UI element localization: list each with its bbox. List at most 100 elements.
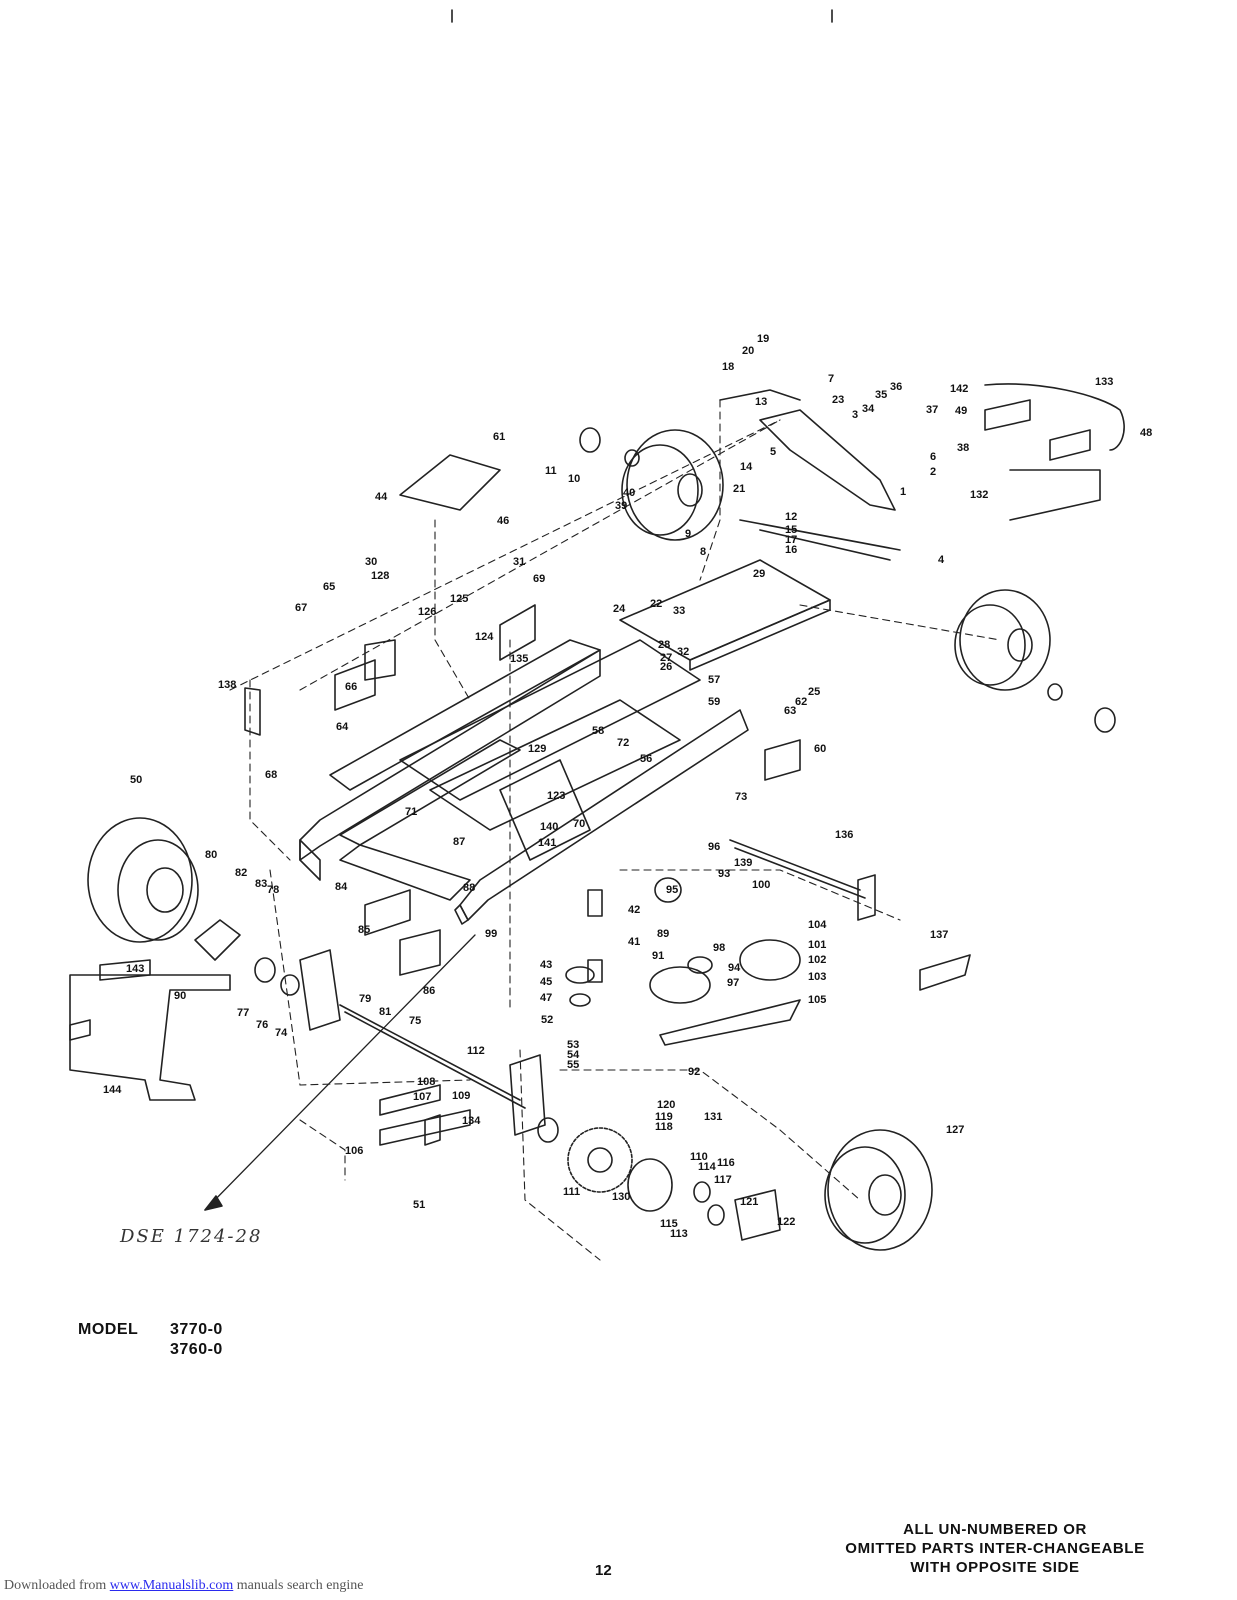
part-number-11: 11 — [545, 465, 557, 477]
part-number-84: 84 — [335, 881, 348, 893]
part-number-37: 37 — [926, 404, 938, 416]
handwritten-note: DSE 1724-28 — [120, 1226, 263, 1247]
footer: Downloaded from www.Manualslib.com manua… — [4, 1578, 364, 1594]
part-number-41: 41 — [628, 936, 640, 948]
manualslib-link[interactable]: www.Manualslib.com — [109, 1578, 234, 1593]
part-number-76: 76 — [256, 1019, 268, 1031]
steering-arm — [759, 409, 896, 511]
part-number-90: 90 — [174, 990, 186, 1002]
part-number-52: 52 — [541, 1014, 553, 1026]
part-number-114: 114 — [698, 1161, 717, 1173]
part-number-7: 7 — [828, 373, 834, 385]
part-number-63: 63 — [784, 705, 796, 717]
part-number-98: 98 — [713, 942, 725, 954]
hitch-frame — [69, 974, 231, 1101]
part-number-22: 22 — [650, 598, 662, 610]
part-number-56: 56 — [640, 753, 652, 765]
interchange-note: ALL UN-NUMBERED OR OMITTED PARTS INTER-C… — [800, 1520, 1190, 1577]
part-number-39: 39 — [615, 500, 627, 512]
part-number-81: 81 — [379, 1006, 391, 1018]
part-number-46: 46 — [497, 515, 509, 527]
part-number-80: 80 — [205, 849, 217, 861]
part-number-101: 101 — [808, 939, 826, 951]
part-number-130: 130 — [612, 1191, 630, 1203]
part-number-143: 143 — [126, 963, 144, 975]
part-number-112: 112 — [467, 1045, 485, 1057]
part-number-45: 45 — [540, 976, 552, 988]
model-block: MODEL 3770-0 3760-0 — [78, 1320, 223, 1360]
part-number-1: 1 — [900, 486, 906, 498]
part-number-135: 135 — [510, 653, 528, 665]
part-number-127: 127 — [946, 1124, 964, 1136]
part-number-49: 49 — [955, 405, 967, 417]
part-number-55: 55 — [567, 1059, 579, 1071]
note-line-2: OMITTED PARTS INTER-CHANGEABLE — [845, 1540, 1145, 1557]
part-number-36: 36 — [890, 381, 902, 393]
part-number-120: 120 — [657, 1099, 675, 1111]
part-number-121: 121 — [740, 1196, 758, 1208]
part-number-26: 26 — [660, 661, 672, 673]
part-number-61: 61 — [493, 431, 505, 443]
part-number-58: 58 — [592, 725, 604, 737]
part-number-78: 78 — [267, 884, 279, 896]
part-number-110: 110 — [690, 1151, 708, 1163]
part-number-65: 65 — [323, 581, 335, 593]
part-number-107: 107 — [413, 1091, 431, 1103]
part-number-13: 13 — [755, 396, 767, 408]
part-number-102: 102 — [808, 954, 826, 966]
part-number-59: 59 — [708, 696, 720, 708]
part-number-108: 108 — [417, 1076, 435, 1088]
front-bumper — [984, 383, 1125, 451]
part-number-138: 138 — [218, 679, 236, 691]
part-number-33: 33 — [673, 605, 685, 617]
part-number-96: 96 — [708, 841, 720, 853]
part-number-115: 115 — [660, 1218, 678, 1230]
footer-prefix: Downloaded from — [4, 1578, 110, 1593]
part-number-133: 133 — [1095, 376, 1113, 388]
part-number-106: 106 — [345, 1145, 363, 1157]
part-number-67: 67 — [295, 602, 307, 614]
note-line-1: ALL UN-NUMBERED OR — [903, 1521, 1087, 1538]
part-number-24: 24 — [613, 603, 626, 615]
part-number-44: 44 — [375, 491, 388, 503]
part-number-132: 132 — [970, 489, 988, 501]
main-frame — [299, 639, 749, 925]
part-number-2: 2 — [930, 466, 936, 478]
part-number-92: 92 — [688, 1066, 700, 1078]
part-number-99: 99 — [485, 928, 497, 940]
model-number-1: 3770-0 — [170, 1321, 223, 1338]
part-number-93: 93 — [718, 868, 730, 880]
drive-sprocket — [567, 1127, 633, 1193]
part-number-32: 32 — [677, 646, 689, 658]
part-number-27: 27 — [660, 652, 672, 664]
part-number-129: 129 — [528, 743, 546, 755]
part-number-14: 14 — [740, 461, 753, 473]
part-number-6: 6 — [930, 451, 936, 463]
cover-plate — [399, 454, 501, 511]
part-number-71: 71 — [405, 806, 417, 818]
part-number-86: 86 — [423, 985, 435, 997]
part-number-19: 19 — [757, 333, 769, 345]
part-number-21: 21 — [733, 483, 745, 495]
footer-suffix: manuals search engine — [233, 1578, 364, 1593]
part-number-119: 119 — [655, 1111, 673, 1123]
part-number-89: 89 — [657, 928, 669, 940]
part-number-79: 79 — [359, 993, 371, 1005]
part-number-97: 97 — [727, 977, 739, 989]
part-number-104: 104 — [808, 919, 827, 931]
part-number-124: 124 — [475, 631, 494, 643]
drive-belt — [649, 939, 801, 1046]
part-number-40: 40 — [623, 487, 635, 499]
part-number-136: 136 — [835, 829, 853, 841]
part-number-118: 118 — [655, 1121, 673, 1133]
part-number-74: 74 — [275, 1027, 288, 1039]
part-number-68: 68 — [265, 769, 277, 781]
part-number-12: 12 — [785, 511, 797, 523]
model-number-2: 3760-0 — [170, 1341, 223, 1358]
part-number-142: 142 — [950, 383, 968, 395]
part-number-9: 9 — [685, 528, 691, 540]
part-number-72: 72 — [617, 737, 629, 749]
note-line-3: WITH OPPOSITE SIDE — [910, 1559, 1080, 1576]
